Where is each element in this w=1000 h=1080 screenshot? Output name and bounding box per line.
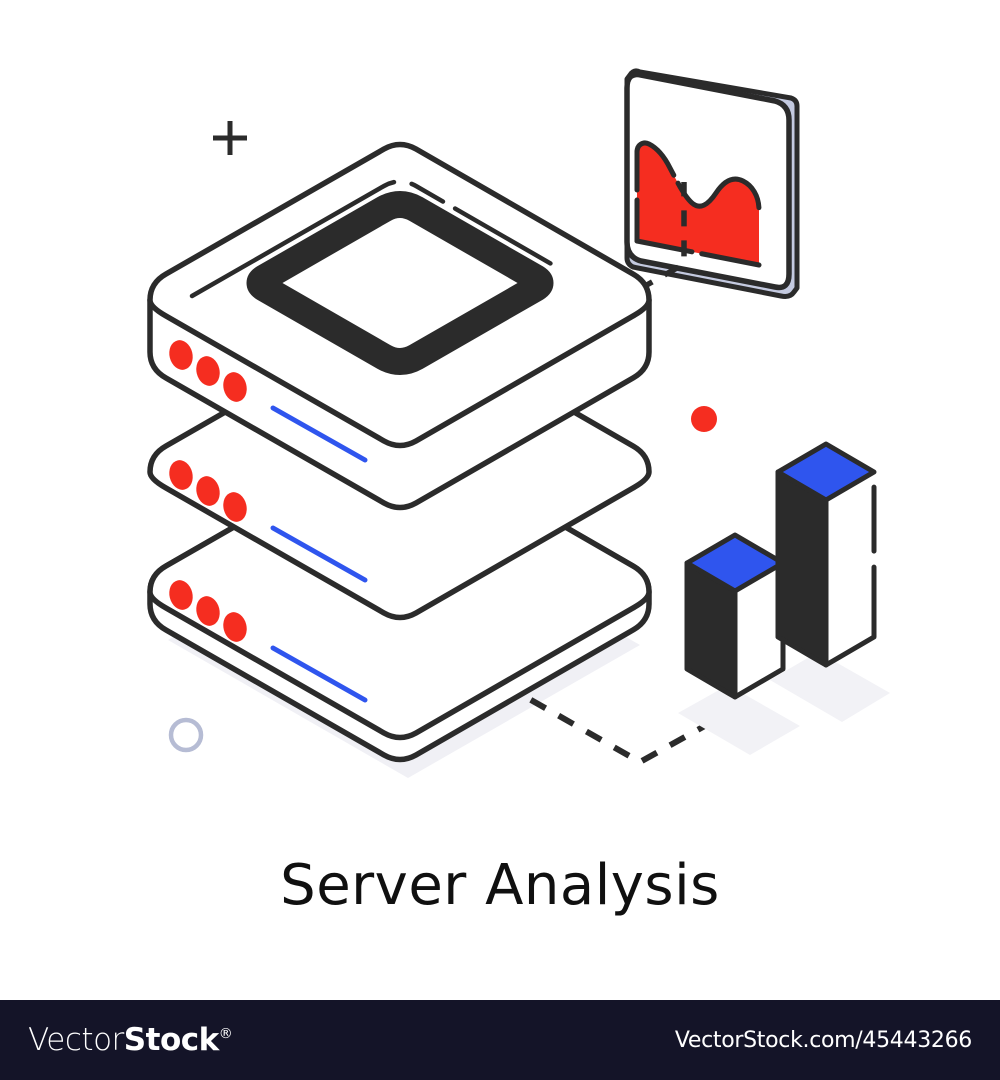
brand-name-bold: Stock bbox=[123, 1022, 219, 1058]
bar-large-shadow bbox=[770, 652, 890, 722]
middle-unit-status-leds bbox=[169, 460, 247, 522]
decoration-red-dot bbox=[691, 406, 717, 432]
top-unit-bevel-line bbox=[189, 179, 610, 299]
monitor-chart-stroke bbox=[634, 140, 762, 213]
isometric-bar-chart bbox=[678, 441, 890, 755]
server-rack-top-unit bbox=[147, 141, 652, 511]
monitor-chart-area bbox=[637, 142, 759, 265]
illustration-canvas bbox=[147, 68, 890, 778]
brand-name-light: Vector bbox=[28, 1022, 124, 1058]
page-title: Server Analysis bbox=[280, 853, 720, 918]
bar-chart-large bbox=[775, 441, 877, 668]
bar-small-left-face bbox=[687, 563, 735, 697]
bar-large-right-face bbox=[826, 472, 874, 665]
bar-chart-small bbox=[684, 532, 786, 700]
middle-unit-activity-line bbox=[270, 525, 368, 583]
bar-large-top bbox=[775, 441, 877, 503]
bar-small-right-face bbox=[735, 563, 783, 697]
top-unit-status-leds bbox=[169, 340, 247, 402]
bar-small-shadow bbox=[678, 685, 800, 755]
monitor-chart-baseline bbox=[634, 238, 762, 268]
cpu-chip bbox=[246, 191, 554, 375]
monitor-area-chart bbox=[624, 68, 800, 299]
vectorstock-url: VectorStock.com/45443266 bbox=[674, 1027, 972, 1053]
registered-mark-icon: ® bbox=[218, 1026, 233, 1042]
bottom-unit-activity-line bbox=[270, 645, 368, 703]
decoration-ring bbox=[168, 717, 204, 753]
top-unit-top-face bbox=[147, 141, 652, 449]
bar-large-left-face bbox=[778, 472, 826, 665]
decoration-plus bbox=[213, 121, 247, 155]
server-analysis-illustration bbox=[147, 68, 890, 778]
bottom-unit-status-leds bbox=[169, 580, 247, 642]
top-unit-activity-line bbox=[270, 405, 368, 463]
